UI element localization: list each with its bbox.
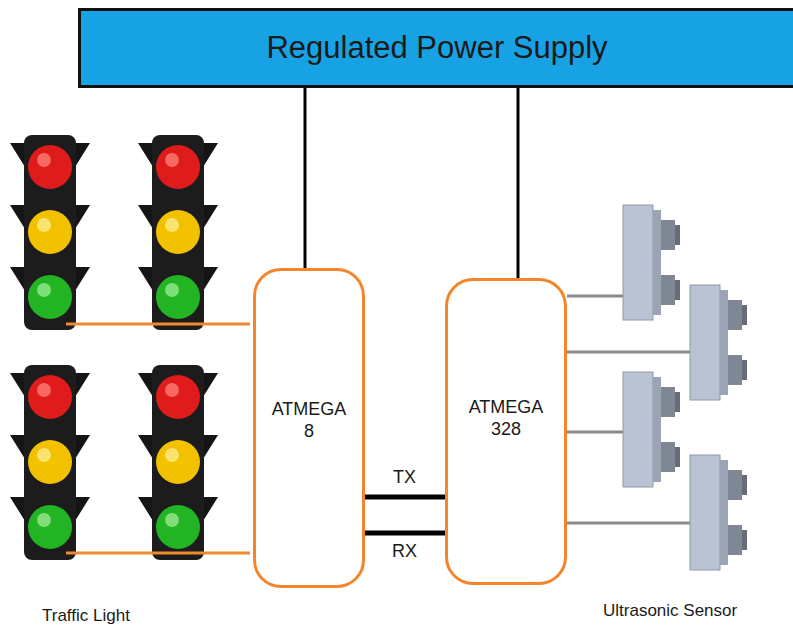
node-label: ATMEGA 328 [466, 397, 546, 582]
signal-name: TX [393, 467, 416, 488]
signal-name: RX [392, 541, 417, 562]
figure-label: Ultrasonic Sensor [603, 601, 737, 621]
connector [365, 495, 445, 500]
node-label: ATMEGA 8 [269, 399, 349, 585]
microcontroller-box: ATMEGA 328 [445, 278, 567, 585]
connector [517, 88, 520, 278]
power-supply-band: Regulated Power Supply [78, 8, 793, 88]
connector [365, 531, 445, 536]
node-label: Regulated Power Supply [266, 29, 607, 66]
connector [304, 88, 307, 268]
microcontroller-box: ATMEGA 8 [253, 268, 365, 588]
figure-label: Traffic Light [42, 606, 130, 626]
